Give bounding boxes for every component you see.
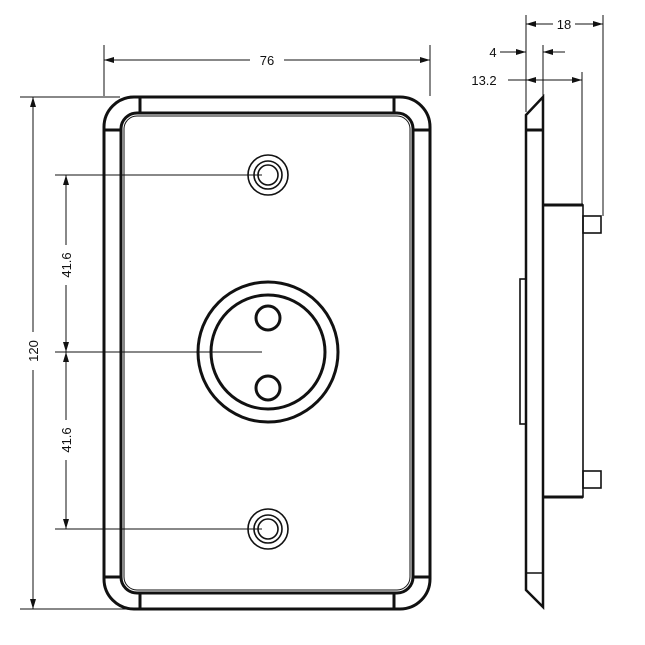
socket-pin-hole: [254, 374, 282, 402]
front-dimensions: 76 120 41.6 41.6: [20, 45, 431, 610]
side-dimensions: 18 4 13.2: [471, 15, 604, 216]
front-view: [102, 95, 432, 611]
mounting-pin: [582, 215, 602, 234]
dim-body-depth: 13.2: [471, 73, 496, 88]
mounting-pin: [582, 470, 602, 489]
dim-lower-hole-spacing: 41.6: [59, 427, 74, 452]
dim-height: 120: [26, 340, 41, 362]
plate-inner-edge: [119, 111, 415, 595]
rear-body: [542, 204, 584, 498]
plate-outline: [102, 95, 432, 611]
side-view: [519, 93, 602, 611]
dim-plate-thickness: 4: [489, 45, 496, 60]
dim-width: 76: [260, 53, 274, 68]
raised-strip: [519, 278, 527, 425]
dim-upper-hole-spacing: 41.6: [59, 252, 74, 277]
dim-total-depth: 18: [557, 17, 571, 32]
socket-pin-hole: [254, 304, 282, 332]
